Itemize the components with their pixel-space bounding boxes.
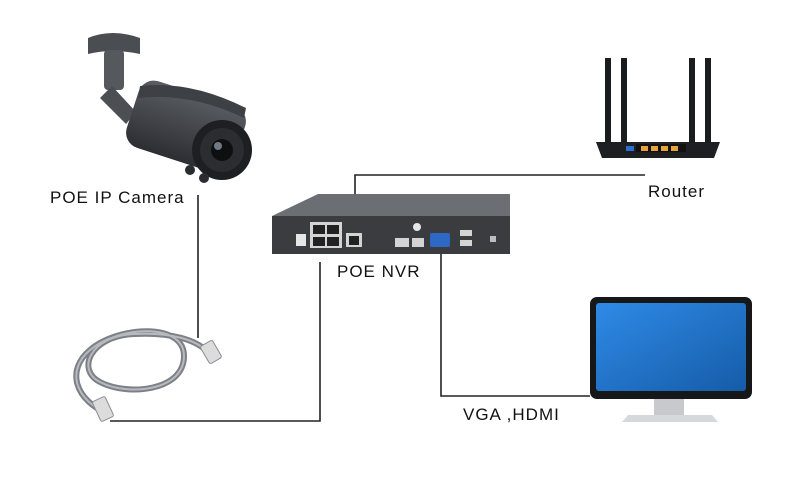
- connection-lines: [110, 174, 645, 422]
- router-icon: [596, 58, 720, 158]
- nvr-label: POE NVR: [337, 262, 421, 281]
- camera-icon: [88, 33, 252, 183]
- cable-to-nvr-line: [110, 262, 321, 422]
- camera-label: POE IP Camera: [50, 188, 185, 207]
- router-label: Router: [648, 182, 706, 201]
- cable-icon: [73, 328, 222, 422]
- nvr-to-monitor-line: [440, 246, 590, 397]
- nvr-icon: [272, 194, 510, 254]
- monitor-icon: [590, 297, 752, 422]
- video-output-label: VGA ,HDMI: [463, 405, 560, 424]
